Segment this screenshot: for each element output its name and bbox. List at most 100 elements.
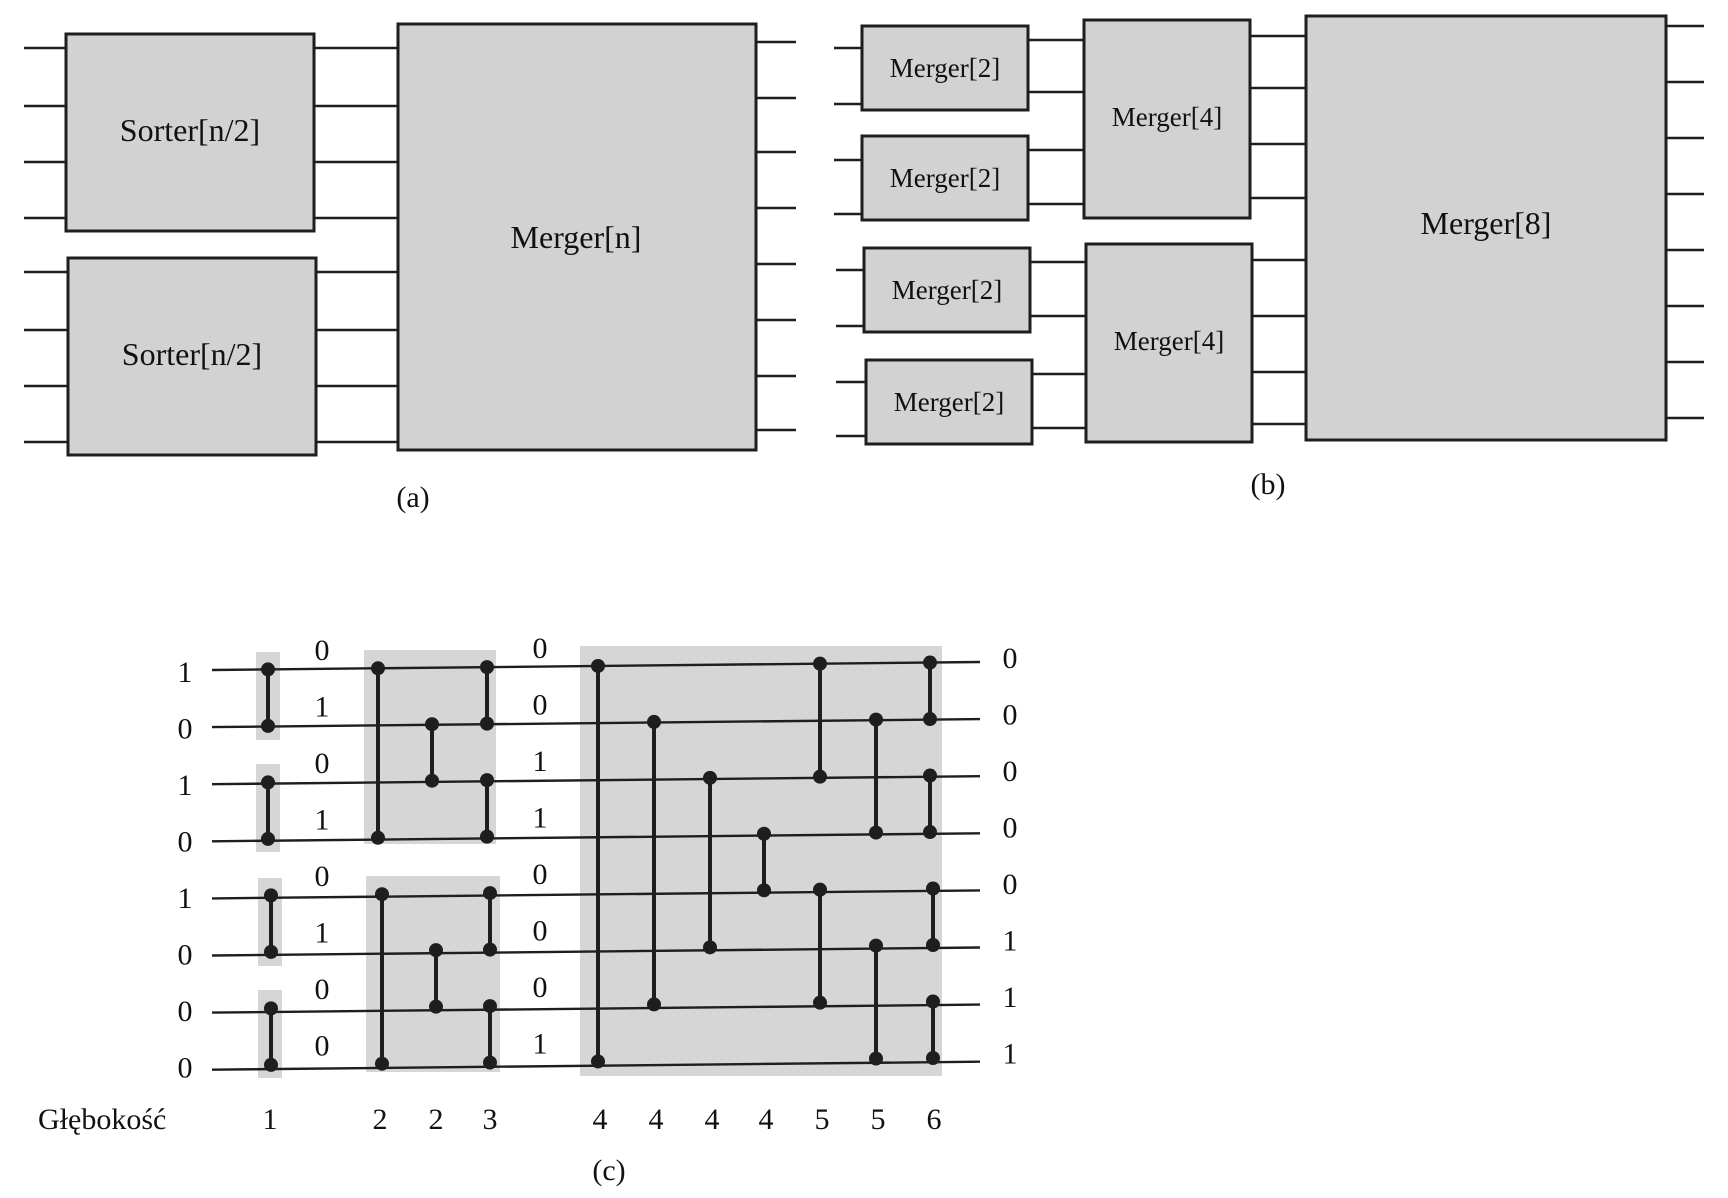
comparator-node <box>480 716 494 731</box>
comparator-node <box>375 1056 389 1071</box>
input-value: 1 <box>178 769 193 802</box>
depth-tick-label: 1 <box>263 1103 278 1136</box>
merger2-label-2: Merger[2] <box>890 163 1000 193</box>
comparator-node <box>261 831 275 846</box>
comparator-node <box>923 712 937 727</box>
comparator-node <box>926 994 940 1009</box>
comparator-node <box>926 881 940 896</box>
merger8-box <box>1304 14 1668 442</box>
depth-tick-label: 4 <box>649 1103 664 1136</box>
input-value: 1 <box>178 882 193 915</box>
comparator-node <box>647 997 661 1012</box>
comparator-node <box>264 1001 278 1016</box>
stage2-output-value: 0 <box>533 915 548 948</box>
stage3-zone <box>580 646 942 1076</box>
depth-tick-label: 3 <box>483 1103 498 1136</box>
comparator-node <box>375 887 389 902</box>
depth-tick-label: 4 <box>593 1103 608 1136</box>
comparator-node <box>483 1055 497 1070</box>
merger4-label-1: Merger[4] <box>1112 102 1222 132</box>
panel-a: Sorter[n/2] Sorter[n/2] Merger[n] <box>24 22 796 514</box>
output-value: 0 <box>1003 812 1018 845</box>
stage1-output-value: 0 <box>315 1030 330 1063</box>
comparator-node <box>483 942 497 957</box>
comparator-node <box>264 1057 278 1072</box>
sorter-bottom-box <box>66 256 318 457</box>
sorter-top-box <box>64 32 316 233</box>
stage2-output-value: 0 <box>533 689 548 722</box>
comparator-node <box>483 886 497 901</box>
comparator-node <box>429 999 443 1014</box>
merger4-box-1 <box>1082 18 1252 220</box>
merger2-box-2 <box>860 134 1030 222</box>
depth-tick-label: 6 <box>927 1103 942 1136</box>
output-value: 0 <box>1003 755 1018 788</box>
comparator-node <box>264 888 278 903</box>
comparator-node <box>926 1050 940 1065</box>
stage2-output-value: 0 <box>533 971 548 1004</box>
comparator-node <box>869 825 883 840</box>
output-value: 1 <box>1003 1038 1018 1071</box>
stage2-output-value: 0 <box>533 632 548 665</box>
output-value: 0 <box>1003 699 1018 732</box>
output-value: 0 <box>1003 868 1018 901</box>
merger2-label-1: Merger[2] <box>890 53 1000 83</box>
comparator-node <box>647 714 661 729</box>
stage2-output-value: 0 <box>533 858 548 891</box>
comparator-node <box>425 717 439 732</box>
merger-n-label: Merger[n] <box>511 219 642 255</box>
panel-a-input-wires <box>24 46 68 444</box>
comparator-node <box>813 656 827 671</box>
input-value: 0 <box>178 939 193 972</box>
stage2-output-value: 1 <box>533 1028 548 1061</box>
comparator-node <box>703 770 717 785</box>
stage2-output-value: 1 <box>533 802 548 835</box>
comparator-node <box>813 995 827 1010</box>
comparator-node <box>371 830 385 845</box>
output-value: 0 <box>1003 642 1018 675</box>
output-value: 1 <box>1003 925 1018 958</box>
depth-tick-label: 5 <box>815 1103 830 1136</box>
merger2-label-4: Merger[2] <box>894 387 1004 417</box>
comparator-node <box>591 658 605 673</box>
input-value: 0 <box>178 1052 193 1085</box>
input-value: 0 <box>178 995 193 1028</box>
stage1-output-value: 0 <box>315 634 330 667</box>
comparator-node <box>480 773 494 788</box>
depth-heading: Głębokość <box>38 1103 166 1136</box>
panel-b-middle-wires-2 <box>1250 34 1306 426</box>
comparator-node <box>923 655 937 670</box>
comparator-node <box>261 775 275 790</box>
comparator-node <box>923 825 937 840</box>
comparator-node <box>425 773 439 788</box>
comparator-node <box>483 999 497 1014</box>
comparator-node <box>261 662 275 677</box>
output-value: 1 <box>1003 981 1018 1014</box>
comparator-node <box>757 883 771 898</box>
comparator-node <box>591 1054 605 1069</box>
merger2-box-1 <box>860 24 1030 112</box>
comparator-node <box>480 829 494 844</box>
panel-b: Merger[2] Merger[2] Merger[2] Merger[2] … <box>834 14 1704 501</box>
merger2-box-3 <box>862 246 1032 334</box>
panel-b-output-wires <box>1666 24 1704 420</box>
panel-a-output-wires <box>756 40 796 432</box>
stage1-output-value: 0 <box>315 860 330 893</box>
depth-tick-label: 2 <box>429 1103 444 1136</box>
comparator-node <box>264 944 278 959</box>
panel-a-caption: (a) <box>396 481 429 514</box>
comparator-node <box>813 882 827 897</box>
merger2-box-4 <box>864 358 1034 446</box>
panel-b-input-wires <box>834 46 866 438</box>
depth-tick-label: 2 <box>373 1103 388 1136</box>
sorter-bottom-label: Sorter[n/2] <box>122 336 262 372</box>
merger4-box-2 <box>1084 242 1254 444</box>
comparator-node <box>869 1051 883 1066</box>
stage1-output-value: 0 <box>315 973 330 1006</box>
panel-c-comparators <box>261 655 940 1072</box>
stage1-output-value: 1 <box>315 804 330 837</box>
